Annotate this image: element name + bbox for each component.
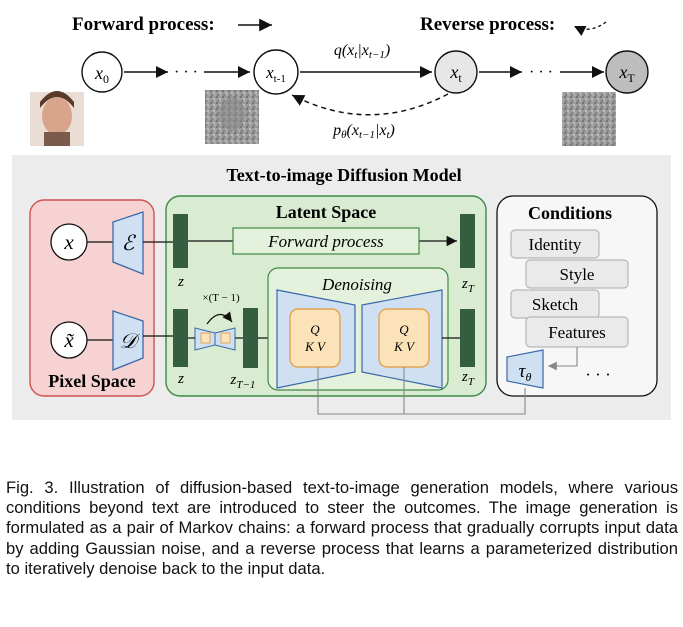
latent-space-label: Latent Space: [276, 202, 377, 222]
qkv-q-right: Q: [399, 322, 409, 337]
figure-caption: Fig. 3. Illustration of diffusion-based …: [6, 478, 678, 578]
decoder-block: [112, 310, 144, 371]
chain-ellipsis: · · ·: [174, 64, 198, 81]
forward-process-text: Forward process: [267, 232, 384, 251]
qkv-kv-right: K V: [393, 339, 416, 354]
zT-block-top: [460, 214, 475, 268]
encoder-symbol: ℰ: [122, 231, 137, 255]
zT-1-block: [243, 308, 258, 368]
diffusion-figure: Forward process: Reverse process: x0 · ·…: [12, 14, 671, 420]
condition-identity: Identity: [529, 235, 582, 254]
reverse-process-label: Reverse process:: [420, 14, 555, 35]
chain-ellipsis: · · ·: [529, 64, 553, 81]
reverse-transition-arrow: [291, 93, 449, 116]
face-image: [30, 91, 84, 146]
qkv-q-left: Q: [310, 322, 320, 337]
qkv-block-right: [378, 308, 430, 368]
model-title: Text-to-image Diffusion Model: [226, 165, 461, 185]
x-symbol: x: [63, 230, 74, 254]
reverse-arrow-icon: [573, 21, 607, 37]
x-tilde-symbol: x̃: [63, 328, 74, 352]
node-xt: xt: [434, 50, 478, 94]
conditions-ellipsis: · · ·: [585, 365, 610, 384]
z-block-bottom: [173, 309, 188, 367]
noisy-face-image: [205, 90, 259, 144]
condition-features: Features: [548, 323, 606, 342]
denoising-label: Denoising: [321, 275, 392, 294]
decoder-symbol: 𝒟: [120, 329, 141, 353]
z-label-top: z: [177, 274, 184, 290]
z-block-top: [173, 214, 188, 268]
zT-block-bottom: [460, 309, 475, 367]
repeat-loop-icon: [206, 311, 233, 325]
z-label-bottom: z: [177, 371, 184, 387]
condition-style: Style: [560, 265, 595, 284]
qkv-block-left: [289, 308, 341, 368]
repeat-label: ×(T − 1): [202, 292, 240, 304]
forward-transition-label: q(xt|xt−1): [334, 42, 390, 61]
reverse-transition-label: pθ(xt−1|xt): [332, 122, 395, 141]
noise-image: [562, 92, 616, 146]
node-xT: xT: [605, 50, 649, 94]
node-x0: x0: [81, 51, 123, 93]
node-xt-1: xt-1: [253, 49, 299, 95]
conditions-label: Conditions: [528, 203, 612, 223]
forward-process-box: [232, 227, 420, 255]
forward-process-label: Forward process:: [72, 14, 215, 35]
pixel-space-label: Pixel Space: [48, 371, 136, 391]
condition-sketch: Sketch: [532, 295, 579, 314]
qkv-kv-left: K V: [304, 339, 327, 354]
tau-encoder: [506, 349, 544, 389]
encoder-block: [112, 211, 144, 275]
conditioning-line: [317, 367, 526, 415]
